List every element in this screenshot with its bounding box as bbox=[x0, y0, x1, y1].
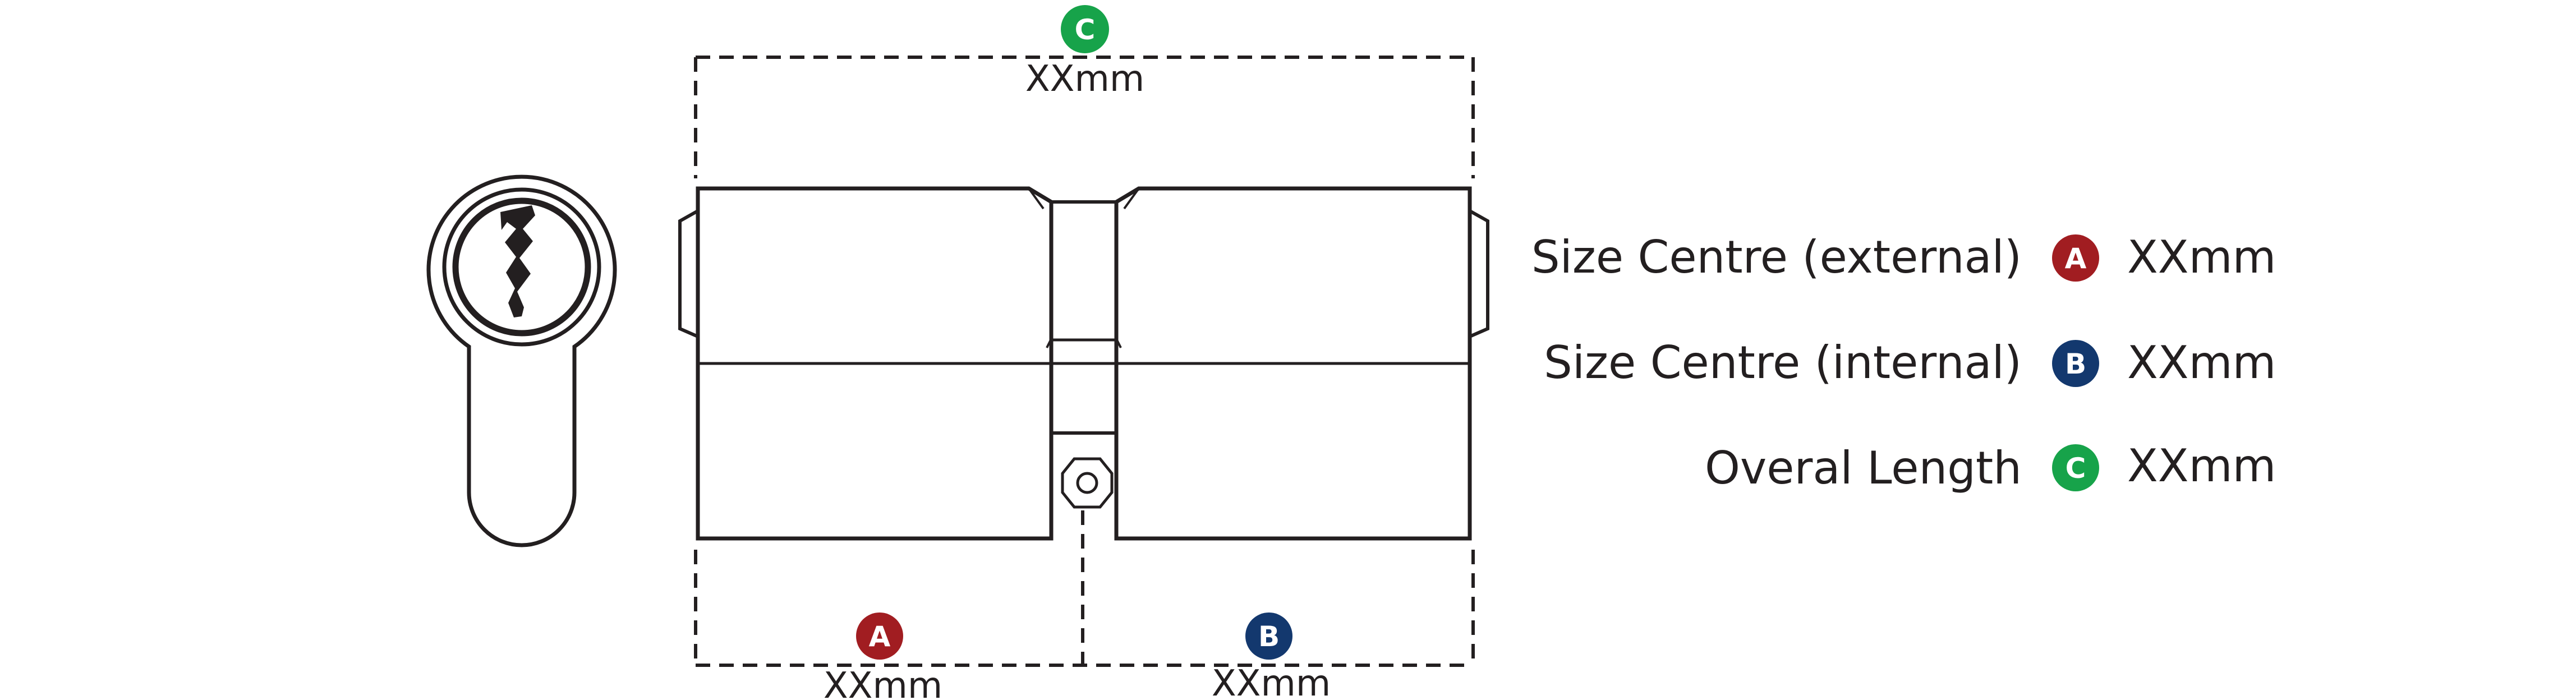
legend-badge-c-circle bbox=[2052, 444, 2099, 491]
badge-a-letter: A bbox=[869, 620, 891, 653]
key-profile-icon bbox=[500, 205, 535, 317]
legend-label-b: Size Centre (internal) bbox=[1544, 337, 2022, 389]
dimension-lines bbox=[694, 56, 1475, 667]
dimension-a-badge: A bbox=[856, 612, 903, 660]
badge-a-circle bbox=[856, 612, 903, 660]
badge-b-circle bbox=[1245, 612, 1292, 660]
dimension-b-badge: B bbox=[1245, 612, 1292, 660]
legend-value-c: XXmm bbox=[2127, 440, 2276, 492]
badge-c-circle bbox=[1061, 5, 1109, 53]
legend-label-c: Overal Length bbox=[1705, 442, 2022, 494]
legend-value-b: XXmm bbox=[2127, 337, 2276, 389]
legend-badge-b-letter: B bbox=[2065, 348, 2086, 380]
legend-row-b: Size Centre (internal) B XXmm bbox=[1544, 337, 2276, 389]
legend: Size Centre (external) A XXmm Size Centr… bbox=[1531, 231, 2276, 494]
legend-value-a: XXmm bbox=[2127, 231, 2276, 283]
dimension-a-value: XXmm bbox=[824, 665, 942, 700]
dimension-b-value: XXmm bbox=[1212, 663, 1331, 700]
legend-badge-c-letter: C bbox=[2066, 452, 2086, 485]
keyhole-outline bbox=[426, 174, 617, 547]
screw-hole bbox=[1061, 457, 1114, 509]
legend-label-a: Size Centre (external) bbox=[1531, 231, 2022, 283]
dimension-c-badge: C bbox=[1061, 5, 1109, 53]
badge-b-letter: B bbox=[1258, 620, 1280, 653]
legend-row-c: Overal Length C XXmm bbox=[1705, 440, 2276, 494]
legend-badge-b-circle bbox=[2052, 340, 2099, 387]
cylinder-body bbox=[678, 186, 1489, 541]
badge-c-letter: C bbox=[1075, 13, 1096, 46]
dimension-c-value: XXmm bbox=[1025, 58, 1144, 100]
legend-badge-a-letter: A bbox=[2065, 242, 2087, 275]
legend-row-a: Size Centre (external) A XXmm bbox=[1531, 231, 2276, 283]
legend-badge-a-circle bbox=[2052, 234, 2099, 282]
